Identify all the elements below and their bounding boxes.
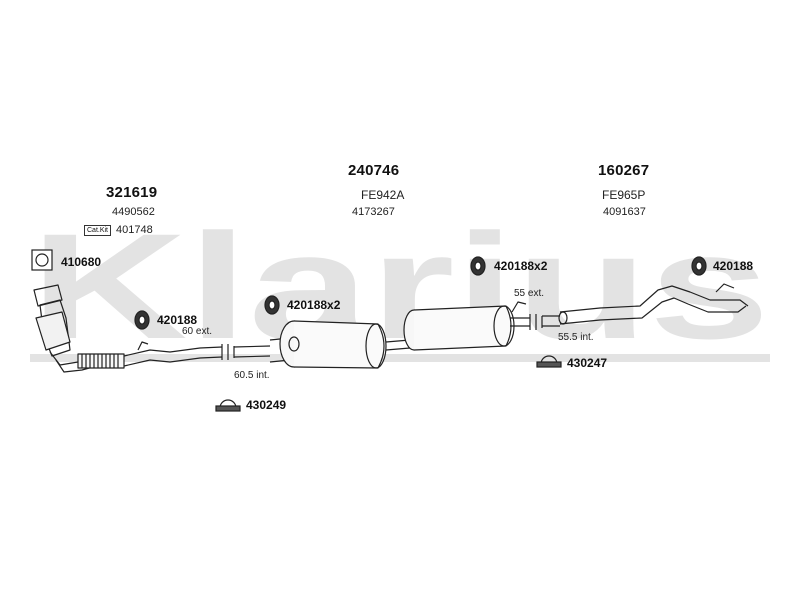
gasket-icon: [31, 249, 53, 271]
part-number-exhaust-front: 321619: [106, 184, 158, 201]
watermark-text: Klarius: [30, 226, 770, 370]
cat-kit-number: 401748: [116, 224, 153, 236]
front-int-diameter: 60.5 int.: [234, 370, 270, 381]
klarius-watermark-logo: Klarius: [30, 226, 770, 370]
clamp-icon: [215, 399, 241, 412]
cat-kit-badge: Cat.Kit: [84, 225, 112, 236]
rubber-hanger-icon: [134, 310, 150, 330]
gasket-label: 410680: [61, 255, 102, 269]
hanger-mid-label: 420188x2: [287, 298, 341, 312]
model-code-middle: FE942A: [361, 188, 405, 202]
rubber-hanger-icon: [470, 256, 486, 276]
rubber-hanger-icon: [691, 256, 707, 276]
front-flange: [33, 284, 63, 307]
rubber-hanger-icon: [264, 295, 280, 315]
clamp-rear-label: 430247: [567, 356, 608, 370]
rear-int-diameter: 55.5 int.: [558, 332, 594, 343]
front-ext-diameter: 60 ext.: [182, 326, 213, 337]
part-number-rear: 160267: [598, 162, 650, 179]
clamp-icon: [536, 355, 562, 368]
clamp-front-label: 430249: [246, 398, 287, 412]
rear-ext-diameter: 55 ext.: [514, 288, 545, 299]
hanger-rear-label: 420188: [713, 259, 754, 273]
hanger-front-label: 420188: [157, 313, 198, 327]
oe-reference-middle: 4173267: [352, 206, 395, 218]
hanger-rear-mid-label: 420188x2: [494, 259, 548, 273]
part-number-middle: 240746: [348, 162, 400, 179]
oe-reference-rear: 4091637: [603, 206, 646, 218]
oe-reference-front: 4490562: [112, 206, 155, 218]
model-code-rear: FE965P: [602, 188, 646, 202]
